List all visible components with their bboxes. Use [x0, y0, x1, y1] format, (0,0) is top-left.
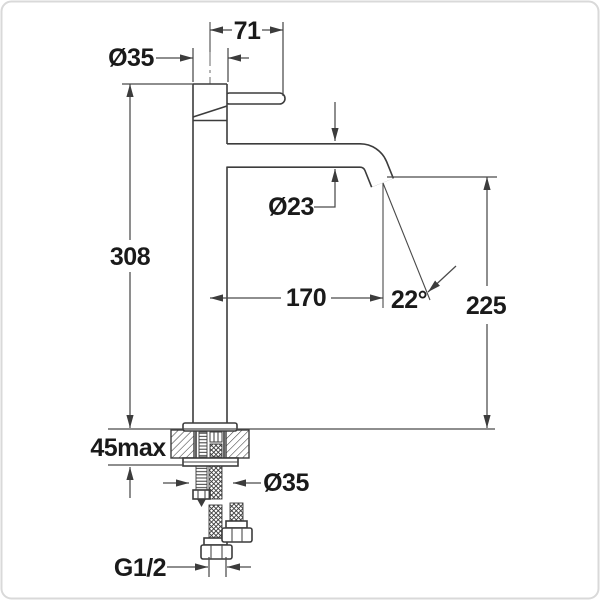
dimension-deck-thickness: 45max	[90, 434, 183, 498]
dim-170-label: 170	[286, 284, 326, 312]
washer-plate	[182, 457, 239, 467]
dimension-spout-diameter: Ø23	[268, 102, 339, 221]
dim-diameter-35-base-label: Ø35	[263, 469, 309, 497]
dim-45max-label: 45max	[90, 434, 166, 462]
dim-diameter-35-top-label: Ø35	[108, 44, 154, 72]
dim-22deg-label: 22°	[391, 286, 427, 314]
hose-nut-right	[221, 527, 253, 543]
hose-nut-left	[200, 544, 233, 560]
mounting-hardware	[192, 465, 253, 560]
dimension-base-diameter: Ø35	[163, 469, 310, 497]
dim-308-label: 308	[110, 243, 151, 271]
dimension-spout-angle: 22°	[382, 182, 457, 314]
dim-71-label: 71	[234, 17, 261, 45]
dimension-top-width: 71	[210, 17, 284, 96]
faucet-lever	[223, 92, 286, 105]
dimension-head-diameter: Ø35	[108, 44, 249, 82]
faucet-body	[192, 83, 228, 423]
stud-tip	[197, 499, 206, 507]
shank-internals	[198, 431, 223, 458]
dimension-connection-thread: G1/2	[114, 554, 251, 582]
dim-g12-label: G1/2	[114, 554, 166, 582]
fixing-stud	[195, 465, 208, 491]
faucet-outline	[192, 83, 395, 423]
head-joint-line	[192, 105, 228, 118]
dim-diameter-23-label: Ø23	[268, 193, 314, 221]
dimension-height: 308	[110, 83, 193, 428]
faucet-spout	[212, 142, 395, 188]
dimension-spout-height: 225	[387, 176, 507, 428]
supply-hose-right	[221, 502, 253, 543]
dim-225-label: 225	[466, 292, 507, 320]
base-flange	[182, 422, 238, 432]
dimension-spout-reach: 170	[210, 284, 383, 312]
